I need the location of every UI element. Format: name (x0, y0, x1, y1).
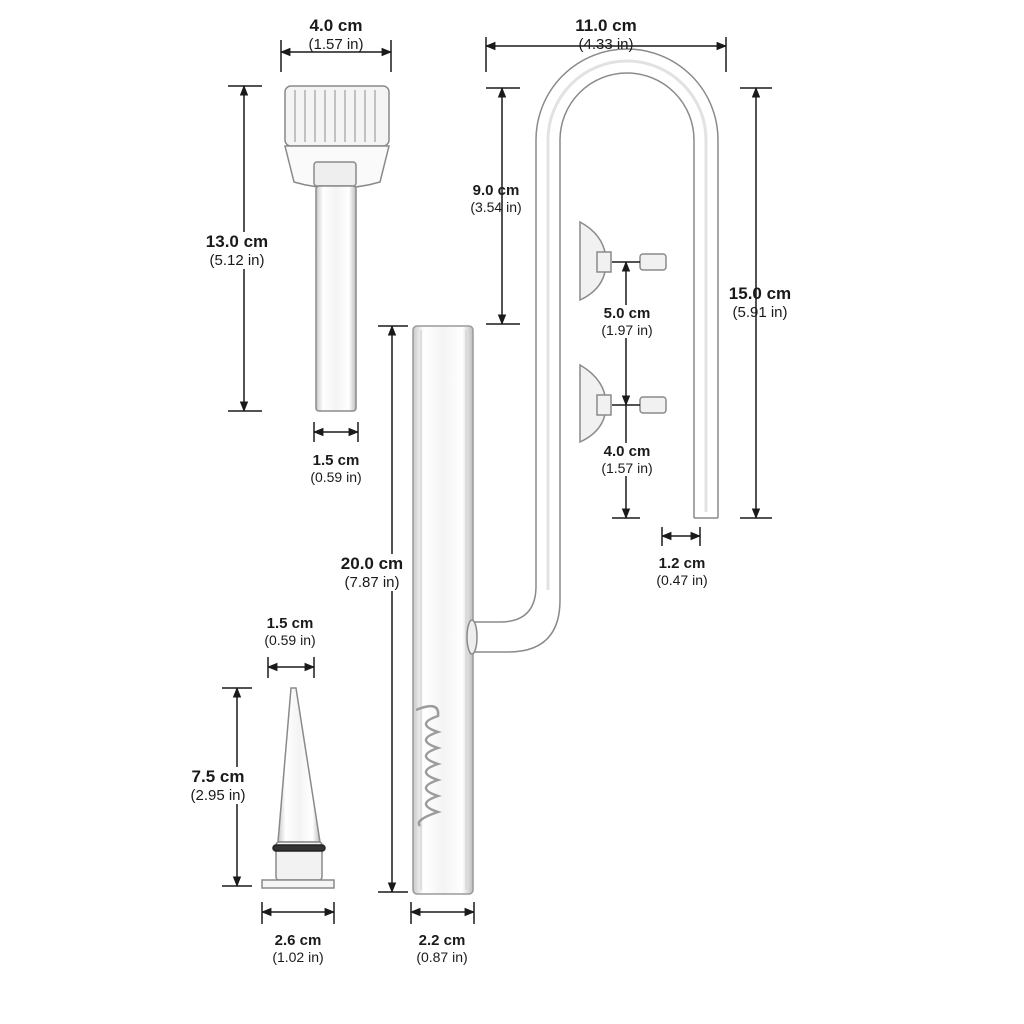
label-in: (3.54 in) (470, 199, 522, 216)
label-cup-to-end: 4.0 cm (1.57 in) (592, 443, 662, 477)
dimension-lines (222, 37, 772, 924)
label-in: (0.87 in) (416, 949, 468, 966)
label-cm: 9.0 cm (472, 182, 520, 199)
label-in: (1.57 in) (601, 460, 653, 477)
label-in: (1.57 in) (308, 35, 364, 53)
label-in: (4.33 in) (578, 35, 634, 53)
label-in: (5.12 in) (209, 251, 265, 269)
label-inflow-height: 15.0 cm (5.91 in) (720, 284, 800, 321)
label-in: (0.47 in) (656, 572, 708, 589)
label-in: (7.87 in) (344, 573, 400, 591)
label-cm: 15.0 cm (728, 284, 792, 303)
label-in: (2.95 in) (190, 786, 246, 804)
label-outlet-dia: 1.2 cm (0.47 in) (646, 555, 718, 588)
surface-skimmer (284, 85, 390, 412)
label-cm: 2.6 cm (274, 932, 322, 949)
label-cm: 11.0 cm (575, 16, 637, 35)
label-cm: 20.0 cm (340, 554, 404, 573)
suction-cup-lower (579, 363, 667, 444)
label-nozzle-tip: 1.5 cm (0.59 in) (252, 615, 328, 648)
label-cm: 1.2 cm (658, 555, 706, 572)
label-nozzle-height: 7.5 cm (2.95 in) (180, 767, 256, 804)
label-cm: 4.0 cm (603, 443, 651, 460)
label-cm: 7.5 cm (191, 767, 245, 786)
label-tube-height: 20.0 cm (7.87 in) (332, 554, 412, 591)
label-tube-dia: 2.2 cm (0.87 in) (404, 932, 480, 965)
label-cm: 13.0 cm (205, 232, 269, 251)
label-nozzle-base: 2.6 cm (1.02 in) (260, 932, 336, 965)
label-in: (1.02 in) (272, 949, 324, 966)
label-cm: 4.0 cm (309, 16, 363, 35)
nozzle (261, 687, 335, 889)
label-cm: 1.5 cm (266, 615, 314, 632)
label-in: (5.91 in) (732, 303, 788, 321)
label-cup-spacing: 5.0 cm (1.97 in) (592, 305, 662, 339)
label-cm: 5.0 cm (603, 305, 651, 322)
label-inflow-drop: 9.0 cm (3.54 in) (458, 182, 534, 215)
label-inflow-width: 11.0 cm (4.33 in) (556, 16, 656, 53)
label-skimmer-width: 4.0 cm (1.57 in) (291, 16, 381, 53)
label-in: (1.97 in) (601, 322, 653, 339)
label-in: (0.59 in) (310, 469, 362, 486)
label-skimmer-height: 13.0 cm (5.12 in) (196, 232, 278, 269)
label-skimmer-dia: 1.5 cm (0.59 in) (298, 452, 374, 485)
label-cm: 2.2 cm (418, 932, 466, 949)
outflow-pipe (412, 48, 719, 895)
label-in: (0.59 in) (264, 632, 316, 649)
label-cm: 1.5 cm (312, 452, 360, 469)
suction-cup-upper (579, 220, 667, 302)
